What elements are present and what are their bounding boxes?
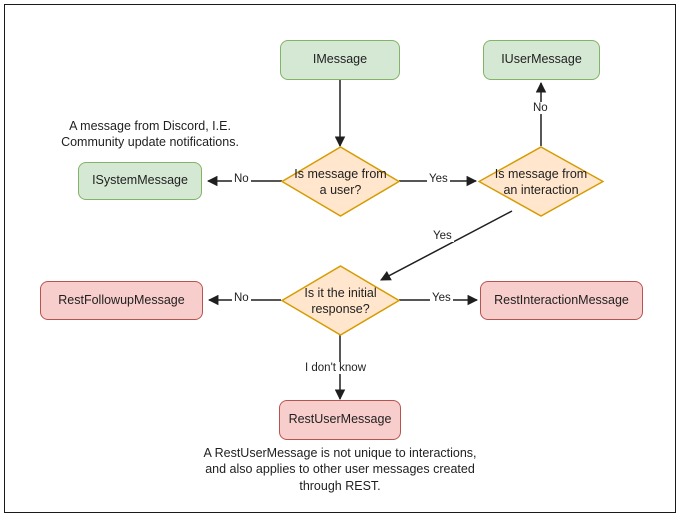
decision-is-message-from-a-user[interactable]: Is message from a user? bbox=[280, 146, 401, 217]
node-imessage[interactable]: IMessage bbox=[280, 40, 400, 80]
node-isystemmessage[interactable]: ISystemMessage bbox=[78, 162, 202, 200]
edge-label-initial-unknown: I don't know bbox=[303, 362, 369, 374]
note-system-message: A message from Discord, I.E. Community u… bbox=[61, 119, 239, 150]
node-imessage-label: IMessage bbox=[312, 52, 368, 67]
diamond-shape bbox=[477, 146, 605, 217]
node-iusermessage[interactable]: IUserMessage bbox=[483, 40, 600, 80]
decision-is-message-from-an-interaction[interactable]: Is message from an interaction bbox=[477, 146, 605, 217]
diamond-shape bbox=[280, 146, 401, 217]
node-iusermessage-label: IUserMessage bbox=[501, 52, 582, 67]
decision-is-it-the-initial-response[interactable]: Is it the initial response? bbox=[280, 265, 401, 336]
edge-label-user-yes: Yes bbox=[427, 173, 450, 185]
edge-label-interaction-yes: Yes bbox=[431, 230, 454, 242]
node-restinteractionmessage-label: RestInteractionMessage bbox=[494, 292, 629, 307]
edge-from-interaction-yes bbox=[380, 210, 513, 281]
node-restinteractionmessage[interactable]: RestInteractionMessage bbox=[480, 281, 643, 320]
node-restusermessage[interactable]: RestUserMessage bbox=[279, 400, 401, 440]
edge-label-initial-no: No bbox=[232, 292, 251, 304]
node-restfollowupmessage-label: RestFollowupMessage bbox=[58, 292, 185, 307]
node-restusermessage-label: RestUserMessage bbox=[288, 412, 392, 427]
edge-label-user-no: No bbox=[232, 173, 251, 185]
edge-label-initial-yes: Yes bbox=[430, 292, 453, 304]
node-restfollowupmessage[interactable]: RestFollowupMessage bbox=[40, 281, 203, 320]
diamond-shape bbox=[280, 265, 401, 336]
note-rest-user-message: A RestUserMessage is not unique to inter… bbox=[203, 446, 477, 493]
edge-label-interaction-no: No bbox=[531, 102, 550, 114]
node-isystemmessage-label: ISystemMessage bbox=[92, 173, 188, 188]
